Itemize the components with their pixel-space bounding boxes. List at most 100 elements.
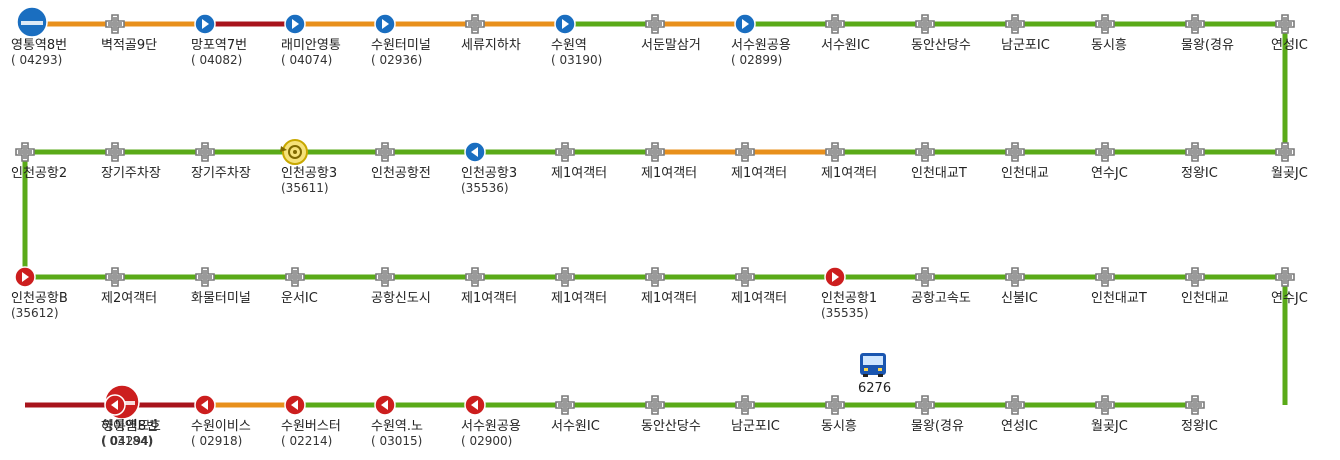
- stop-label[interactable]: 운서IC: [281, 291, 318, 306]
- stop-label[interactable]: 정왕IC: [1181, 166, 1218, 181]
- stop-label[interactable]: 인천대교T: [1091, 291, 1147, 306]
- stop-label[interactable]: 제2여객터: [101, 291, 157, 306]
- stop-label[interactable]: 인천대교: [1001, 166, 1049, 181]
- bus-stop-blue-right-icon[interactable]: [284, 13, 306, 35]
- stop-label[interactable]: 인천공항3(35611): [281, 166, 337, 195]
- stop-label[interactable]: 장기주차장: [191, 166, 251, 181]
- stop-label[interactable]: 수원역( 03190): [551, 38, 602, 67]
- waypoint-plus-icon: [555, 395, 575, 415]
- bus-stop-red-left-icon[interactable]: [374, 394, 396, 416]
- stop-label[interactable]: 제1여객터: [731, 166, 787, 181]
- stop-label[interactable]: 동시흥: [1091, 38, 1127, 53]
- stop-label[interactable]: 신불IC: [1001, 291, 1038, 306]
- stop-label[interactable]: 망포역7번( 04082): [191, 38, 247, 67]
- stop-label[interactable]: 제1여객터: [461, 291, 517, 306]
- bus-stop-red-left-icon[interactable]: [284, 394, 306, 416]
- stop-label[interactable]: 남군포IC: [731, 419, 780, 434]
- bus-stop-red-left-icon[interactable]: [194, 394, 216, 416]
- bus-number: 6276: [858, 381, 892, 396]
- turnaround-icon[interactable]: [280, 139, 308, 165]
- bus-stop-red-left-icon[interactable]: [104, 394, 126, 416]
- stop-name: 제1여객터: [731, 166, 788, 181]
- stop-label[interactable]: 서수원IC: [551, 419, 600, 434]
- bus-stop-red-left-icon[interactable]: [464, 394, 486, 416]
- waypoint-plus-icon: [105, 14, 125, 34]
- stop-label[interactable]: 장기주차장: [101, 166, 161, 181]
- stop-label[interactable]: 연수JC: [1091, 166, 1128, 181]
- route-lines: [22, 21, 1288, 408]
- stop-code: ( 04294): [102, 434, 154, 448]
- stop-label[interactable]: 제1여객터: [731, 291, 787, 306]
- stop-label[interactable]: 수원버스터( 02214): [281, 419, 341, 448]
- stop-name: 정왕IC: [1181, 419, 1218, 434]
- bus-stop-blue-right-icon[interactable]: [734, 13, 756, 35]
- stop-label[interactable]: 수원터미널( 02936): [371, 38, 431, 67]
- stop-label[interactable]: 벽적골9단: [101, 38, 157, 53]
- stop-label[interactable]: 세류지하차: [461, 38, 521, 53]
- stop-label[interactable]: 연성IC: [1271, 38, 1308, 53]
- stop-label[interactable]: 동안산당수: [641, 419, 701, 434]
- stop-label[interactable]: 연수JC: [1271, 291, 1308, 306]
- stop-label[interactable]: 수원이비스( 02918): [191, 419, 251, 448]
- waypoint-plus-icon: [645, 395, 665, 415]
- stop-name: 남군포IC: [731, 419, 780, 434]
- stop-name: 공항고속도: [911, 291, 971, 306]
- stop-label[interactable]: 공항신도시: [371, 291, 431, 306]
- waypoint-plus-icon: [915, 267, 935, 287]
- terminal-blue-icon[interactable]: [16, 6, 48, 38]
- stop-label[interactable]: 공항고속도: [911, 291, 971, 306]
- stop-label[interactable]: 인천공항B(35612): [11, 291, 68, 320]
- stop-label[interactable]: 서둔말삼거: [641, 38, 701, 53]
- stop-label[interactable]: 서수원공용( 02899): [731, 38, 791, 67]
- stop-label[interactable]: 월곶JC: [1271, 166, 1308, 181]
- stop-label[interactable]: 인천공항2: [11, 166, 67, 181]
- stop-name: 하이엔드호: [101, 419, 161, 434]
- stop-label[interactable]: 서수원공용( 02900): [461, 419, 521, 448]
- stop-label[interactable]: 영통역8번( 04293): [11, 38, 67, 67]
- stop-label[interactable]: 화물터미널: [191, 291, 251, 306]
- stop-label[interactable]: 인천대교T: [911, 166, 967, 181]
- stop-label[interactable]: 인천대교: [1181, 291, 1229, 306]
- waypoint-plus-icon: [105, 142, 125, 162]
- stop-label[interactable]: 물왕(경유: [1181, 38, 1234, 53]
- bus-marker[interactable]: 6276: [858, 352, 892, 396]
- waypoint-plus-icon: [1185, 142, 1205, 162]
- stop-label[interactable]: 수원역.노( 03015): [371, 419, 423, 448]
- waypoint-plus-icon: [465, 267, 485, 287]
- stop-label[interactable]: 하이엔드호( 03184): [101, 419, 161, 448]
- bus-stop-blue-left-icon[interactable]: [464, 141, 486, 163]
- bus-stop-red-right-icon[interactable]: [14, 266, 36, 288]
- stop-label[interactable]: 영통역8번( 04294): [102, 419, 158, 448]
- stop-name: 인천공항3: [281, 166, 338, 181]
- stop-label[interactable]: 월곶JC: [1091, 419, 1128, 434]
- stop-code: ( 03190): [551, 53, 603, 67]
- stop-label[interactable]: 제1여객터: [641, 166, 697, 181]
- stop-name: 제2여객터: [101, 291, 158, 306]
- waypoint-plus-icon: [555, 142, 575, 162]
- bus-stop-blue-right-icon[interactable]: [194, 13, 216, 35]
- bus-stop-blue-right-icon[interactable]: [554, 13, 576, 35]
- stop-name: 영통역8번: [11, 38, 68, 53]
- stop-label[interactable]: 물왕(경유: [911, 419, 964, 434]
- stop-label[interactable]: 제1여객터: [551, 166, 607, 181]
- stop-label[interactable]: 남군포IC: [1001, 38, 1050, 53]
- stop-label[interactable]: 제1여객터: [641, 291, 697, 306]
- stop-label[interactable]: 인천공항1(35535): [821, 291, 877, 320]
- stop-label[interactable]: 래미안영통( 04074): [281, 38, 341, 67]
- stop-label[interactable]: 인천공항전: [371, 166, 431, 181]
- stop-label[interactable]: 제1여객터: [821, 166, 877, 181]
- stop-name: 인천공항3: [461, 166, 518, 181]
- stop-label[interactable]: 서수원IC: [821, 38, 870, 53]
- stop-label[interactable]: 인천공항3(35536): [461, 166, 517, 195]
- bus-stop-blue-right-icon[interactable]: [374, 13, 396, 35]
- stop-label[interactable]: 동안산당수: [911, 38, 971, 53]
- route-stops: [14, 6, 1295, 420]
- stop-name: 공항신도시: [371, 291, 431, 306]
- waypoint-plus-icon: [645, 142, 665, 162]
- stop-label[interactable]: 정왕IC: [1181, 419, 1218, 434]
- stop-label[interactable]: 동시흥: [821, 419, 857, 434]
- stop-label[interactable]: 연성IC: [1001, 419, 1038, 434]
- stop-label[interactable]: 제1여객터: [551, 291, 607, 306]
- waypoint-plus-icon: [825, 142, 845, 162]
- bus-stop-red-right-icon[interactable]: [824, 266, 846, 288]
